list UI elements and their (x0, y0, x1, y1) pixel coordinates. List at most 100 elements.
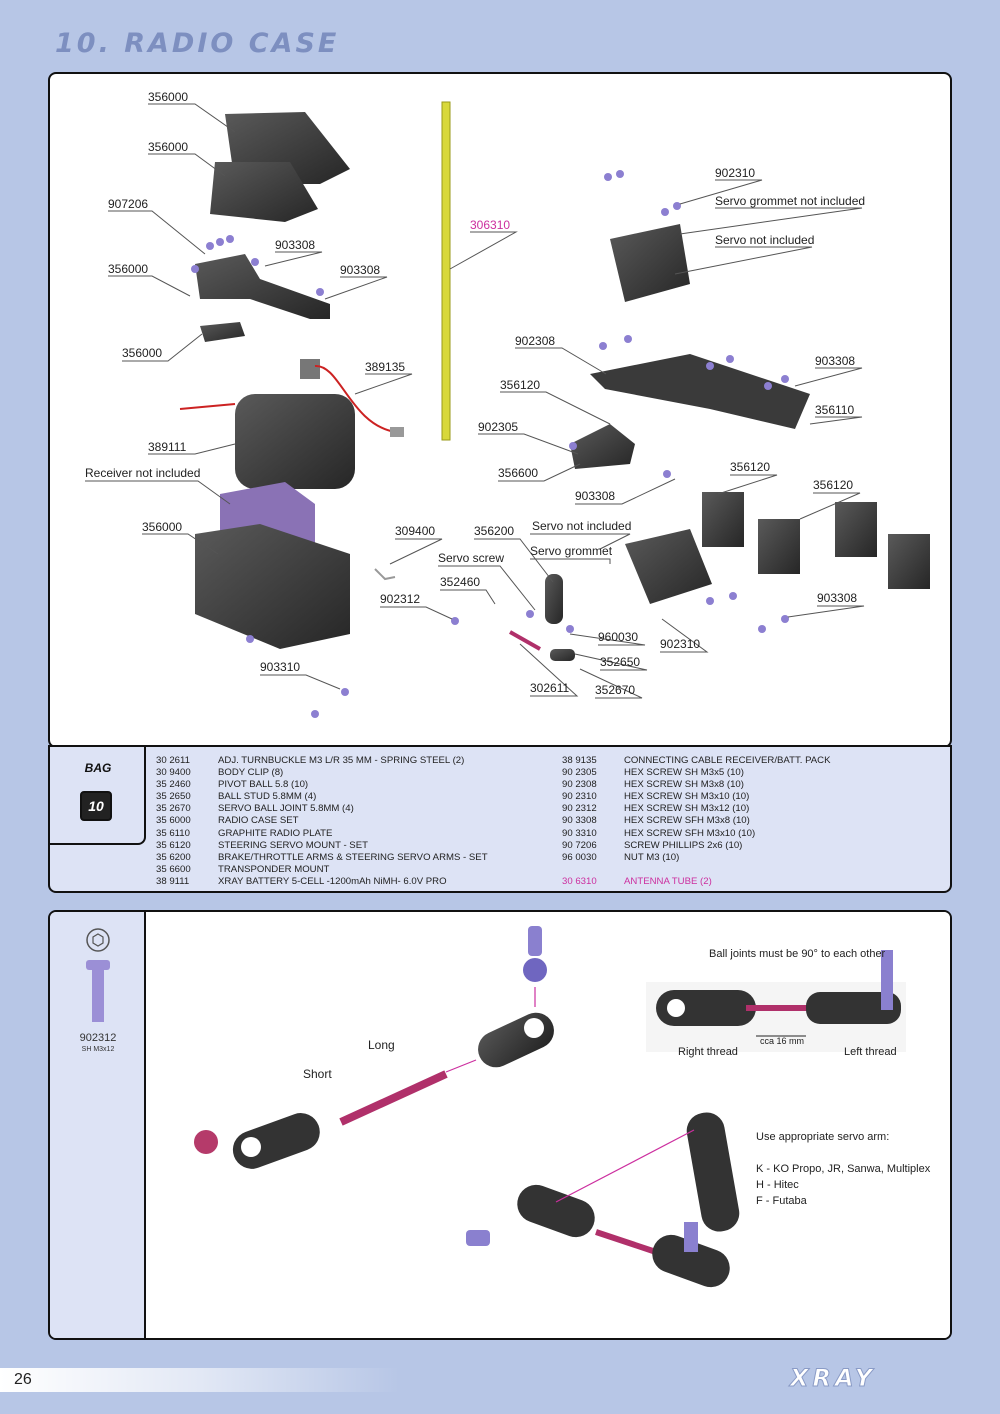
callout-902310-top: 902310 (715, 166, 755, 180)
part-desc: BRAKE/THROTTLE ARMS & STEERING SERVO ARM… (218, 851, 488, 863)
callout-903308-c: 903308 (815, 354, 855, 368)
part-code: 38 9111 (156, 875, 190, 887)
part-code: 35 2460 (156, 779, 191, 791)
part-desc: HEX SCREW SH M3x12 (10) (624, 803, 750, 815)
radio-case-body (195, 524, 350, 649)
part-row: 30 9400 BODY CLIP (8) (156, 767, 488, 779)
page-number: 26 (14, 1371, 32, 1388)
callout-receiver-not-included: Receiver not included (85, 466, 200, 480)
ball-joint-upper (478, 1012, 554, 1068)
callout-servo-grommet-not-included: Servo grommet not included (715, 194, 865, 208)
part-row-spacer (562, 864, 830, 876)
arrow-rod (445, 1059, 477, 1073)
callout-356000-lid-top: 356000 (148, 90, 188, 104)
screws (191, 170, 789, 718)
callout-servo-not-included-top: Servo not included (715, 233, 814, 247)
part-desc: SCREW PHILLIPS 2x6 (10) (624, 839, 743, 851)
part-code: 90 3310 (562, 827, 597, 839)
callout-servo-grommet: Servo grommet (530, 544, 613, 558)
footer-gradient (0, 1368, 400, 1392)
steering-servo-mount-4 (888, 534, 930, 589)
callout-902312: 902312 (380, 592, 420, 606)
turnbuckle-detail: Long Short Ball joints must be 90° to ea… (146, 912, 950, 1338)
part-row: 90 3308 HEX SCREW SFH M3x8 (10) (562, 815, 830, 827)
servo-arm (545, 574, 563, 624)
callout-903310: 903310 (260, 660, 300, 674)
part-desc: TRANSPONDER MOUNT (218, 863, 330, 875)
label-long: Long (368, 1038, 395, 1052)
part-code: 90 3308 (562, 815, 597, 827)
callout-902305: 902305 (478, 420, 518, 434)
part-code: 96 0030 (562, 851, 597, 863)
transponder-mount (570, 424, 635, 469)
part-code: 30 9400 (156, 767, 191, 779)
part-desc: HEX SCREW SH M3x10 (10) (624, 791, 750, 803)
callout-902310-lower: 902310 (660, 637, 700, 651)
part-code: 90 2308 (562, 779, 597, 791)
servo-lower (625, 529, 712, 604)
callout-356120-b: 356120 (730, 460, 770, 474)
hex-screw-icon (86, 928, 110, 1022)
part-code: 30 2611 (156, 755, 190, 766)
part-code (562, 864, 624, 876)
part-desc: ANTENNA TUBE (2) (624, 875, 712, 887)
callout-903308-b: 903308 (340, 263, 380, 277)
part-desc: XRAY BATTERY 5-CELL -1200mAh NiMH- 6.0V … (218, 875, 447, 887)
radio-case-mount (195, 254, 330, 319)
turnbuckle (509, 630, 575, 661)
label-left-thread: Left thread (844, 1046, 897, 1058)
part-code: 35 6110 (156, 827, 190, 839)
part-code: 90 2312 (562, 803, 597, 815)
callout-903308-a: 903308 (275, 238, 315, 252)
part-desc: HEX SCREW SFH M3x8 (10) (624, 815, 750, 827)
callout-356200: 356200 (474, 524, 514, 538)
callout-302611: 302611 (530, 681, 569, 695)
body-clip (374, 568, 396, 581)
callout-902308: 902308 (515, 334, 555, 348)
screw-legend: 902312 SH M3x12 (50, 912, 146, 1338)
part-row: 38 9111 XRAY BATTERY 5-CELL -1200mAh NiMH… (156, 876, 488, 888)
connecting-cable (300, 359, 404, 437)
callout-356110: 356110 (815, 403, 854, 417)
callout-907206: 907206 (108, 197, 148, 211)
callout-356120-c: 356120 (813, 478, 853, 492)
pivot-ball (194, 1130, 218, 1154)
servo-arm-assembly (466, 1112, 740, 1288)
callout-356600: 356600 (498, 466, 538, 480)
screw-size: SH M3x12 (81, 1046, 115, 1053)
ball-joint-lower (232, 1113, 320, 1169)
bag-number-icon: 10 (80, 791, 112, 821)
bag-label: BAG (84, 761, 112, 775)
callout-servo-not-included: Servo not included (532, 519, 631, 533)
callout-servo-screw: Servo screw (438, 551, 504, 565)
callout-356000-mount: 356000 (108, 262, 148, 276)
threaded-rod (339, 1070, 448, 1126)
part-desc: SERVO BALL JOINT 5.8MM (4) (218, 803, 354, 815)
battery-pack (179, 394, 355, 489)
part-desc: BODY CLIP (8) (218, 767, 284, 779)
callout-389111: 389111 (148, 440, 187, 454)
callout-356000-body: 356000 (142, 520, 182, 534)
servo-arm-f: F - Futaba (756, 1195, 808, 1207)
part-row: 90 2312 HEX SCREW SH M3x12 (10) (562, 803, 830, 815)
callout-356120-a: 356120 (500, 378, 540, 392)
callout-356000-clip: 356000 (122, 346, 162, 360)
antenna-tube (441, 101, 451, 441)
leader-lines (85, 103, 865, 699)
label-measure: cca 16 mm (760, 1036, 804, 1046)
servo-arm-title: Use appropriate servo arm: (756, 1131, 889, 1143)
ball-stud (523, 926, 547, 982)
